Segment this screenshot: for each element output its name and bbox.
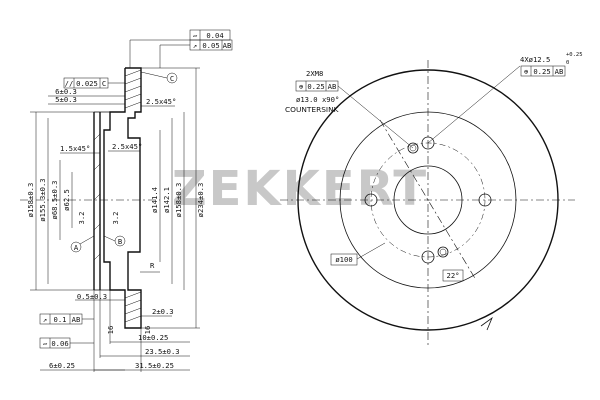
hole-position-tol: 0.25	[533, 67, 550, 76]
dim-2: 2±0.3	[152, 307, 174, 316]
dim-10: 10±0.25	[138, 333, 168, 342]
dim-6-bottom: 6±0.25	[49, 361, 75, 370]
runout-datum: AB	[223, 41, 232, 50]
thread-spec: 2XM8	[306, 69, 323, 78]
svg-text:↗: ↗	[193, 41, 197, 50]
angle-label: 22°	[447, 271, 460, 280]
dim-5: 5±0.3	[55, 95, 77, 104]
dim-d142: ø142.1	[162, 187, 171, 213]
bolt-hole-right	[478, 193, 492, 207]
side-section-view: ø158±0.3 ø155.3±0.3 ø68.5±0.3 ø62.5 ø141…	[20, 29, 233, 372]
bolt-hole-bottom	[421, 250, 435, 264]
section-arrow-icon	[480, 316, 493, 331]
tolerance-frame-top: ▱ 0.04 ↗ 0.05 AB	[129, 29, 233, 68]
thread-hole-1	[407, 142, 419, 154]
dim-6: 6±0.3	[55, 87, 77, 96]
svg-text:⊕: ⊕	[299, 82, 303, 91]
hole-datum: AB	[555, 67, 564, 76]
countersink-spec: ø13.0 x90°	[296, 95, 339, 104]
face-runout-datum: AB	[72, 315, 81, 324]
radius-label: R	[150, 261, 155, 270]
pcd-label: ø100	[335, 255, 352, 264]
svg-text:⊕: ⊕	[524, 67, 528, 76]
tolerance-frame-face: ↗ 0.1 AB ▱ 0.06	[39, 313, 94, 349]
dim-0-5: 0.5±0.3	[77, 292, 107, 301]
datum-a: A	[74, 243, 79, 252]
hole-spec: 4Xø12.5	[520, 55, 550, 64]
hole-tol-upper: +0.25	[566, 52, 583, 58]
dim-d155: ø155.3±0.3	[38, 178, 47, 221]
watermark: ZEKKERT	[172, 161, 428, 217]
bolt-hole-top	[421, 136, 435, 150]
runout-value: 0.05	[202, 41, 219, 50]
hole-callout: 4Xø12.5 +0.25 0 ⊕ 0.25 AB	[427, 52, 583, 144]
dim-d62: ø62.5	[62, 189, 71, 211]
flatness-value: 0.04	[206, 31, 223, 40]
parallel-datum: C	[102, 79, 106, 88]
bottom-flatness-value: 0.06	[51, 339, 68, 348]
chamfer-label-1: 2.5x45°	[146, 97, 176, 106]
chamfer-label-3: 2.5x45°	[112, 142, 142, 151]
chamfer-label-2: 1.5x45°	[60, 144, 90, 153]
parallel-value: 0.025	[76, 79, 98, 88]
countersink-label: COUNTERSINK	[285, 105, 339, 114]
tolerance-frame-parallel: // 0.025 C	[63, 77, 125, 89]
thread-hole-2	[437, 246, 449, 258]
dim-16-b: 16	[143, 326, 152, 335]
dim-31-5: 31.5±0.25	[135, 361, 174, 370]
dim-3-2-a: 3.2	[77, 212, 86, 225]
rotor-section-outline	[103, 67, 142, 329]
bolt-hole-left	[364, 193, 378, 207]
svg-text:▱: ▱	[193, 31, 198, 40]
dim-d158-right: ø158±0.3	[174, 183, 183, 218]
dim-3-2-b: 3.2	[111, 212, 120, 225]
hatching	[93, 69, 142, 323]
front-view: 2XM8 ⊕ 0.25 AB ø13.0 x90° COUNTERSINK 4X…	[280, 52, 583, 345]
dim-d158-left: ø158±0.3	[26, 183, 35, 218]
datum-c: C	[170, 74, 174, 83]
thread-callout: 2XM8 ⊕ 0.25 AB ø13.0 x90° COUNTERSINK	[285, 69, 414, 149]
dim-d141: ø141.4	[150, 187, 159, 213]
thread-position-tol: 0.25	[307, 82, 324, 91]
thread-datum: AB	[328, 82, 337, 91]
datum-b: B	[118, 237, 122, 246]
svg-text://: //	[65, 79, 74, 88]
dim-16-a: 16	[106, 326, 115, 335]
dim-d234: ø234±0.3	[196, 183, 205, 218]
face-runout-value: 0.1	[54, 315, 67, 324]
svg-text:↗: ↗	[43, 315, 47, 324]
dim-23-5: 23.5±0.3	[145, 347, 180, 356]
dim-d68: ø68.5±0.3	[50, 181, 59, 220]
svg-text:▱: ▱	[43, 339, 48, 348]
hole-tol-lower: 0	[566, 60, 569, 66]
